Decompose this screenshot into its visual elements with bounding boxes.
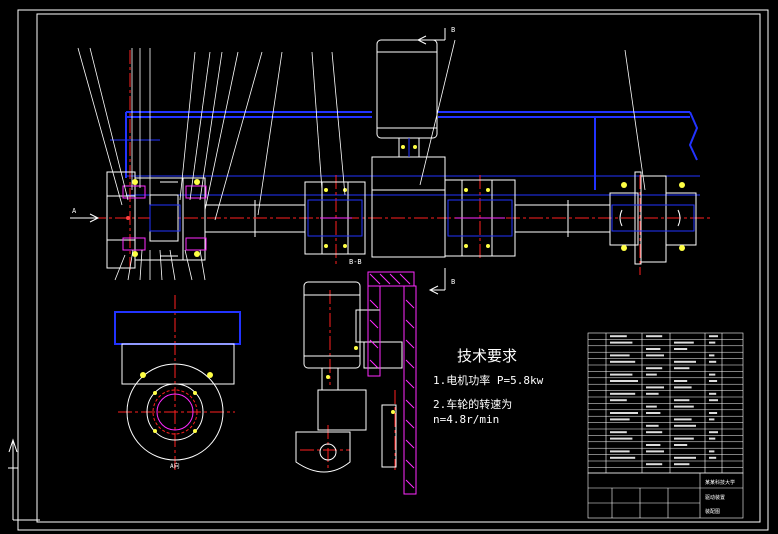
left-wheel-bearing-dots bbox=[126, 179, 200, 257]
parts-list-cell-mark bbox=[646, 431, 663, 434]
tech-requirement-1: 1.电机功率 P=5.8kw bbox=[433, 373, 544, 387]
parts-list-cell-mark bbox=[709, 456, 717, 459]
parts-list-cell-mark bbox=[610, 354, 630, 357]
parts-list-cell-mark bbox=[709, 341, 716, 344]
parts-list-cell-mark bbox=[674, 424, 696, 427]
parts-list-cell-mark bbox=[674, 360, 696, 363]
parts-list-cell-mark bbox=[610, 431, 627, 434]
parts-list-cell-mark bbox=[646, 348, 661, 350]
parts-list-cell-mark bbox=[709, 431, 718, 434]
leader-lines bbox=[77, 39, 646, 281]
parts-list-cell-mark bbox=[674, 367, 690, 370]
parts-list-cell-mark bbox=[674, 386, 692, 389]
tech-requirement-2b: n=4.8r/min bbox=[433, 413, 499, 426]
right-coupling bbox=[444, 179, 516, 257]
title-block-drawing-name: 驱动装置 bbox=[705, 494, 725, 501]
parts-list-cell-mark bbox=[709, 450, 715, 453]
title-block bbox=[587, 472, 744, 519]
parts-list-cell-mark bbox=[610, 399, 627, 402]
view-marker-b-bottom: B bbox=[451, 278, 455, 286]
parts-list-cell-mark bbox=[674, 405, 694, 408]
left-coupling bbox=[304, 181, 366, 255]
parts-list-cell-mark bbox=[674, 456, 696, 459]
view-label-a: A向 bbox=[170, 462, 180, 470]
parts-list-cell-mark bbox=[674, 463, 690, 466]
parts-list-cell-mark bbox=[709, 373, 716, 376]
parts-list-cell-mark bbox=[610, 392, 636, 395]
parts-list-cell-mark bbox=[674, 380, 688, 382]
view-marker-b-top: B bbox=[451, 26, 455, 34]
parts-list-cell-mark bbox=[610, 456, 636, 459]
a-view-wheel bbox=[114, 311, 241, 461]
parts-list-cell-mark bbox=[674, 399, 690, 402]
inner-frame bbox=[36, 13, 761, 523]
title-block-drawing-no: 装配图 bbox=[705, 508, 720, 515]
left-wheel-assembly bbox=[106, 171, 207, 269]
parts-list-cell-mark bbox=[610, 418, 630, 421]
outer-frame bbox=[17, 9, 769, 531]
parts-list-cell-mark bbox=[610, 373, 633, 376]
parts-list-cell-mark bbox=[709, 354, 715, 357]
parts-list-cell-mark bbox=[610, 380, 638, 382]
parts-list-cell-mark bbox=[646, 367, 663, 370]
title-block-company: 某某科技大学 bbox=[705, 479, 735, 486]
ucs-axis-icon bbox=[8, 438, 40, 521]
view-marker-a: A bbox=[72, 207, 77, 215]
parts-list-cell-mark bbox=[709, 392, 717, 395]
center-lines bbox=[92, 50, 712, 470]
parts-list-cell-mark bbox=[646, 424, 659, 427]
parts-list-cell-mark bbox=[709, 360, 717, 363]
a-view-bolts bbox=[140, 372, 213, 433]
right-coupling-bolts bbox=[464, 188, 490, 248]
parts-list-rows bbox=[588, 339, 743, 468]
bb-section-motor bbox=[295, 281, 403, 473]
motor-coupling-dots bbox=[401, 145, 417, 149]
parts-list-cells bbox=[610, 335, 718, 466]
parts-list-cell-mark bbox=[646, 386, 664, 389]
parts-list-cell-mark bbox=[646, 354, 664, 357]
tech-requirement-2a: 2.车轮的转速为 bbox=[433, 397, 512, 411]
parts-list-cell-mark bbox=[674, 444, 688, 446]
parts-list-cell-mark bbox=[646, 373, 657, 376]
parts-list-cell-mark bbox=[646, 450, 664, 453]
parts-list-cell-mark bbox=[610, 335, 627, 338]
parts-list-cell-mark bbox=[709, 399, 718, 402]
parts-list-cell-mark bbox=[709, 412, 718, 414]
parts-list-cell-mark bbox=[610, 341, 633, 344]
parts-list-table bbox=[587, 332, 744, 474]
view-arrows bbox=[70, 28, 446, 295]
parts-list-cell-mark bbox=[610, 450, 630, 453]
parts-list-cell-mark bbox=[646, 392, 659, 395]
parts-list-cell-mark bbox=[646, 335, 663, 338]
parts-list-cell-mark bbox=[674, 418, 692, 421]
parts-list-cell-mark bbox=[610, 360, 636, 363]
parts-list-cell-mark bbox=[709, 335, 718, 338]
top-motor bbox=[376, 39, 438, 158]
left-coupling-bolts bbox=[324, 188, 347, 248]
parts-list-cell-mark bbox=[709, 418, 715, 421]
parts-list-cell-mark bbox=[646, 444, 661, 446]
parts-list-cell-mark bbox=[646, 463, 663, 466]
parts-list-cell-mark bbox=[674, 341, 694, 344]
parts-list-cell-mark bbox=[709, 437, 716, 440]
bb-section-frame-hatch bbox=[367, 271, 417, 495]
parts-list-cell-mark bbox=[674, 437, 694, 440]
parts-list-cell-mark bbox=[646, 412, 661, 414]
right-wheel-bearing-dots bbox=[621, 182, 685, 251]
parts-list-cell-mark bbox=[709, 380, 718, 382]
parts-list-cell-mark bbox=[610, 437, 633, 440]
tech-requirements-title: 技术要求 bbox=[457, 347, 517, 365]
parts-list-cell-mark bbox=[610, 412, 638, 414]
bb-section-dots bbox=[326, 346, 395, 414]
section-label-bb: B-B bbox=[349, 258, 362, 266]
gear-reducer bbox=[371, 156, 446, 258]
parts-list-cell-mark bbox=[646, 405, 657, 408]
parts-list-cell-mark bbox=[674, 348, 688, 350]
